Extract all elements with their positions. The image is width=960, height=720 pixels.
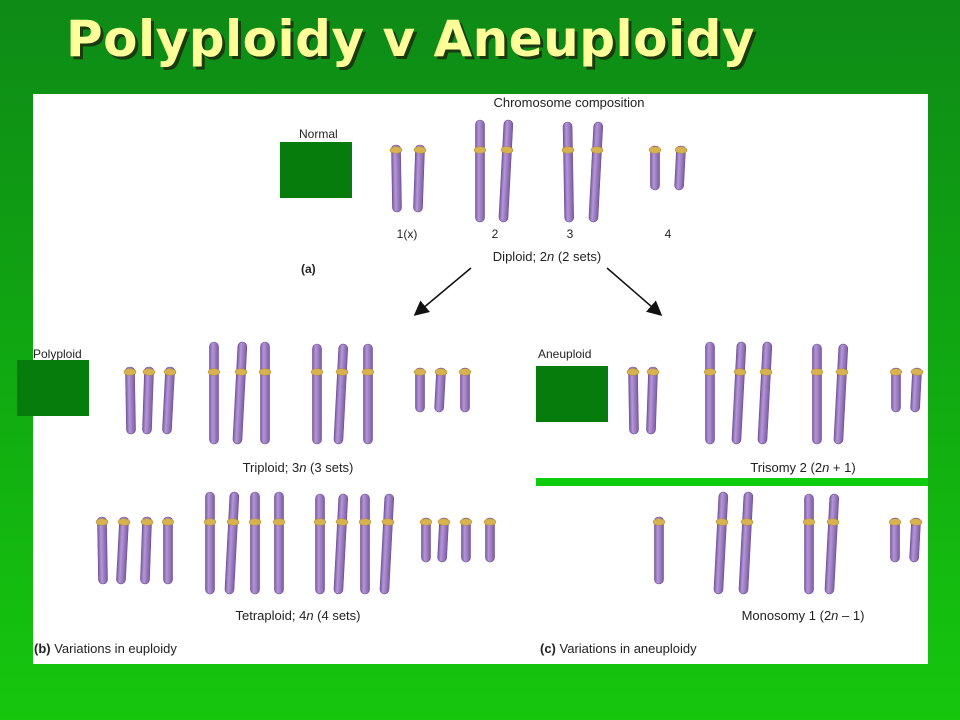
chromosome-3-48 [802, 493, 816, 595]
chromosome-1-36 [626, 366, 640, 435]
chromosome-1-22 [140, 516, 154, 585]
trisomy-caption: Trisomy 2 (2n + 1) [750, 460, 855, 475]
chromosome-1-37 [646, 366, 660, 435]
tetraploid-caption: Tetraploid; 4n (4 sets) [235, 608, 360, 623]
chromosome-2-39 [731, 341, 747, 445]
chromosome-4-33 [437, 517, 451, 563]
chromosome-1-23 [161, 516, 175, 585]
chromosome-1-45 [652, 516, 666, 585]
chromosome-3-14 [310, 343, 324, 445]
chromosome-number-1: 1(x) [397, 227, 418, 241]
chromosome-3-4 [561, 121, 575, 223]
normal-label: Normal [299, 127, 338, 141]
normal-mask-box [280, 142, 352, 198]
chromosome-4-44 [910, 367, 924, 413]
chromosome-1-21 [116, 516, 131, 585]
chromosome-2-46 [713, 491, 729, 595]
chromosome-1-20 [95, 516, 109, 585]
chromosome-composition-title: Chromosome composition [493, 95, 644, 110]
chromosome-1-1 [413, 144, 427, 213]
chromosome-3-15 [333, 343, 349, 445]
chromosome-1-10 [162, 366, 177, 435]
chromosome-3-28 [313, 493, 327, 595]
chromosome-number-3: 3 [567, 227, 574, 241]
chromosome-4-35 [483, 517, 497, 563]
aneuploidy-footer: (c) Variations in aneuploidy [540, 641, 697, 656]
chromosome-4-19 [458, 367, 472, 413]
chromosome-3-16 [361, 343, 375, 445]
chromosome-number-4: 4 [665, 227, 672, 241]
diploid-caption: Diploid; 2n (2 sets) [493, 249, 601, 264]
chromosome-2-27 [272, 491, 286, 595]
chromosome-4-34 [459, 517, 473, 563]
chromosome-3-5 [588, 121, 604, 223]
chromosome-3-41 [810, 343, 824, 445]
part-a-tag: (a) [301, 262, 316, 276]
aneuploid-mask-box [536, 366, 608, 422]
chromosome-2-2 [473, 119, 487, 223]
euploidy-footer: (b) Variations in euploidy [34, 641, 177, 656]
chromosome-2-24 [203, 491, 217, 595]
chromosome-3-42 [833, 343, 849, 445]
chromosome-2-13 [258, 341, 272, 445]
chromosome-1-9 [142, 366, 156, 435]
chromosome-4-50 [888, 517, 902, 563]
chromosome-2-47 [738, 491, 754, 595]
chromosome-4-32 [419, 517, 433, 563]
slide-title: Polyploidy v Aneuploidy [66, 10, 756, 68]
chromosome-number-2: 2 [492, 227, 499, 241]
monosomy-caption: Monosomy 1 (2n – 1) [742, 608, 865, 623]
chromosome-4-17 [413, 367, 427, 413]
chromosome-4-18 [434, 367, 448, 413]
chromosome-3-30 [358, 493, 372, 595]
polyploid-mask-box [17, 360, 89, 416]
panel-divider [536, 478, 928, 486]
chromosome-3-49 [824, 493, 840, 595]
chromosome-2-40 [757, 341, 773, 445]
chromosome-4-51 [909, 517, 923, 563]
chromosome-2-26 [248, 491, 262, 595]
chromosome-4-7 [674, 145, 688, 191]
chromosome-3-31 [379, 493, 395, 595]
triploid-caption: Triploid; 3n (3 sets) [243, 460, 354, 475]
arrow-to-aneuploid [606, 267, 663, 316]
chromosome-4-6 [648, 145, 662, 191]
chromosome-2-25 [224, 491, 240, 595]
chromosome-2-12 [232, 341, 248, 445]
aneuploid-label: Aneuploid [538, 347, 591, 361]
chromosome-2-11 [207, 341, 221, 445]
chromosome-3-29 [333, 493, 349, 595]
chromosomes-group [95, 119, 924, 595]
chromosome-4-43 [889, 367, 903, 413]
figure-panel: Chromosome composition Normal Polyploid … [17, 94, 928, 664]
chromosome-1-0 [389, 144, 403, 213]
chromosome-1-8 [123, 366, 137, 435]
polyploid-label: Polyploid [33, 347, 82, 361]
arrow-to-polyploid [413, 267, 472, 316]
chromosome-2-38 [703, 341, 717, 445]
chromosome-figure: Chromosome composition Normal Polyploid … [33, 95, 924, 656]
chromosome-2-3 [498, 119, 514, 223]
